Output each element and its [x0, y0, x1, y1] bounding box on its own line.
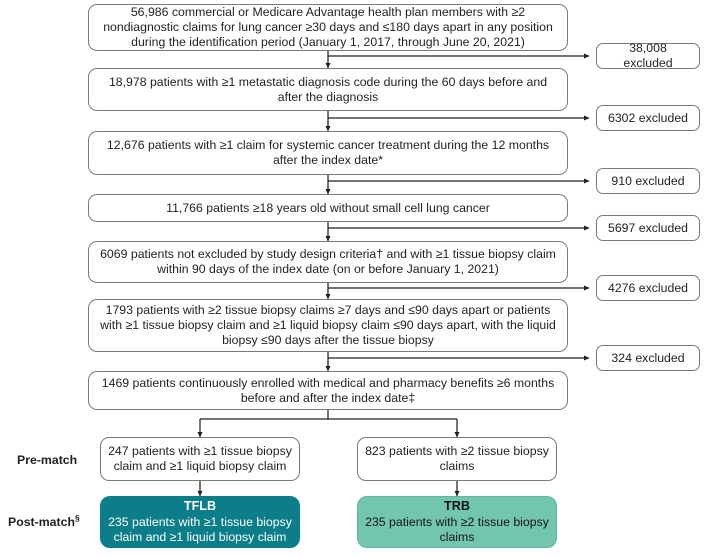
- pre-match-box-tflb-text: 247 patients with ≥1 tissue biopsy claim…: [108, 444, 292, 473]
- flow-step-7: 1469 patients continuously enrolled with…: [88, 371, 568, 410]
- pre-match-box-trb-text: 823 patients with ≥2 tissue biopsy claim…: [365, 444, 549, 473]
- flow-step-1-text: 56,986 commercial or Medicare Advantage …: [103, 5, 553, 49]
- exclusion-box-6-text: 324 excluded: [611, 350, 685, 365]
- exclusion-box-3-text: 910 excluded: [611, 173, 685, 188]
- exclusion-box-6: 324 excluded: [596, 345, 700, 371]
- stage-label-pre-match: Pre-match: [17, 453, 77, 467]
- flow-step-5: 6069 patients not excluded by study desi…: [88, 241, 568, 283]
- exclusion-box-4: 5697 excluded: [596, 215, 700, 241]
- post-match-box-trb-title: TRB: [444, 499, 470, 513]
- flow-step-2: 18,978 patients with ≥1 metastatic diagn…: [88, 68, 568, 111]
- post-match-box-trb-text: 235 patients with ≥2 tissue biopsy claim…: [365, 515, 549, 545]
- flow-step-1: 56,986 commercial or Medicare Advantage …: [88, 4, 568, 51]
- exclusion-box-2: 6302 excluded: [596, 105, 700, 131]
- stage-label-post-match-footnote: §: [74, 512, 80, 523]
- flow-step-5-text: 6069 patients not excluded by study desi…: [100, 247, 556, 276]
- exclusion-box-4-text: 5697 excluded: [608, 220, 688, 235]
- flow-step-4-text: 11,766 patients ≥18 years old without sm…: [166, 200, 490, 215]
- exclusion-box-3: 910 excluded: [596, 168, 700, 194]
- flow-step-7-text: 1469 patients continuously enrolled with…: [101, 375, 555, 405]
- flow-step-3-text: 12,676 patients with ≥1 claim for system…: [106, 138, 550, 167]
- pre-match-box-trb: 823 patients with ≥2 tissue biopsy claim…: [357, 437, 557, 481]
- exclusion-box-2-text: 6302 excluded: [608, 110, 688, 125]
- exclusion-box-5: 4276 excluded: [596, 275, 700, 301]
- stage-label-post-match-text: Post-match: [8, 515, 75, 529]
- stage-label-pre-match-text: Pre-match: [17, 453, 78, 467]
- post-match-box-trb: TRB 235 patients with ≥2 tissue biopsy c…: [357, 496, 557, 548]
- exclusion-box-1-text: 38,008 excluded: [623, 41, 673, 70]
- flow-step-3: 12,676 patients with ≥1 claim for system…: [88, 131, 568, 175]
- post-match-box-tflb-text: 235 patients with ≥1 tissue biopsy claim…: [108, 515, 292, 545]
- flow-step-4: 11,766 patients ≥18 years old without sm…: [88, 194, 568, 222]
- exclusion-box-5-text: 4276 excluded: [608, 280, 688, 295]
- flow-step-6: 1793 patients with ≥2 tissue biopsy clai…: [88, 299, 568, 352]
- stage-label-post-match: Post-match§: [8, 512, 80, 529]
- exclusion-box-1: 38,008 excluded: [596, 41, 700, 70]
- flow-step-2-text: 18,978 patients with ≥1 metastatic diagn…: [108, 74, 548, 104]
- post-match-box-tflb: TFLB 235 patients with ≥1 tissue biopsy …: [100, 496, 300, 548]
- pre-match-box-tflb: 247 patients with ≥1 tissue biopsy claim…: [100, 437, 300, 481]
- post-match-box-tflb-title: TFLB: [183, 499, 217, 513]
- flow-step-6-text: 1793 patients with ≥2 tissue biopsy clai…: [100, 303, 556, 347]
